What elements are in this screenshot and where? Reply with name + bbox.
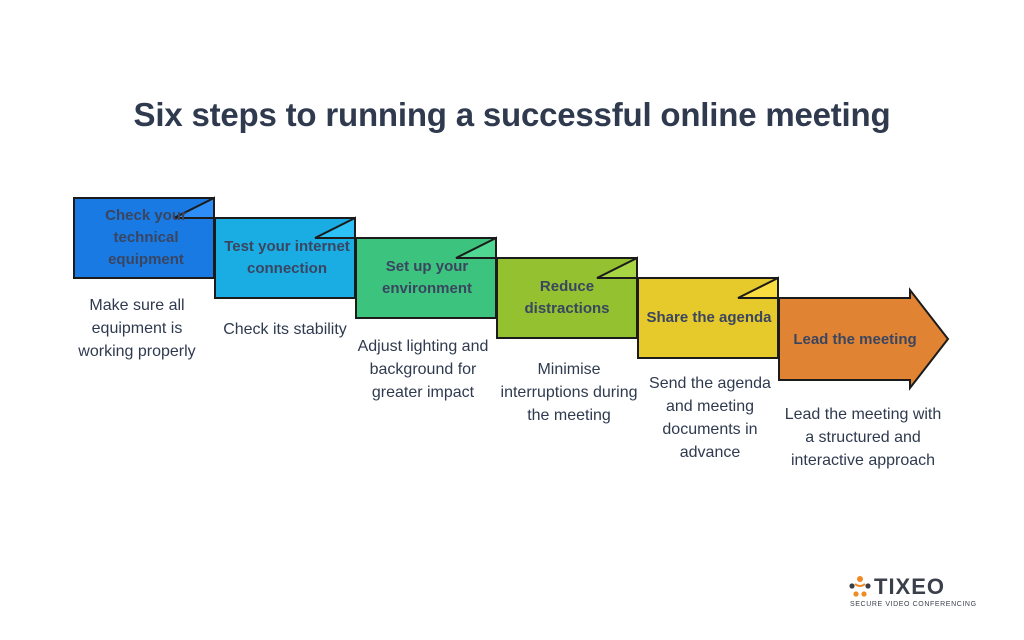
logo-tagline: SECURE VIDEO CONFERENCING	[850, 601, 977, 608]
people-circle-icon	[849, 576, 871, 597]
step-5-box	[637, 277, 779, 359]
page-title: Six steps to running a successful online…	[133, 96, 891, 133]
step-2-label: Test your internet connection	[224, 238, 350, 277]
step-6-arrow	[778, 287, 950, 391]
step-1-description: Make sure all equipment is working prope…	[78, 297, 196, 360]
tixeo-logo: TIXEO SECURE VIDEO CONFERENCING	[848, 574, 976, 614]
step-5-fold	[737, 276, 779, 299]
step-3-label: Set up your environment	[381, 258, 472, 297]
step-1-label: Check your technical equipment	[105, 207, 187, 268]
step-4-fold	[596, 256, 638, 279]
step-5-description: Send the agenda and meeting documents in…	[649, 375, 771, 461]
step-2-fold	[314, 216, 356, 239]
step-4-label: Reduce distractions	[524, 278, 610, 317]
step-6-description: Lead the meeting with a structured and i…	[784, 406, 942, 469]
step-2-description: Check its stability	[223, 321, 347, 338]
step-3-fold	[455, 236, 497, 259]
step-4-description: Minimise interruptions during the meetin…	[500, 361, 638, 424]
step-5-label: Share the agenda	[646, 309, 772, 326]
step-6-label: Lead the meeting	[793, 331, 917, 348]
step-1-fold	[173, 196, 215, 219]
step-3-description: Adjust lighting and background for great…	[357, 338, 489, 401]
logo-brand: TIXEO	[874, 574, 946, 599]
